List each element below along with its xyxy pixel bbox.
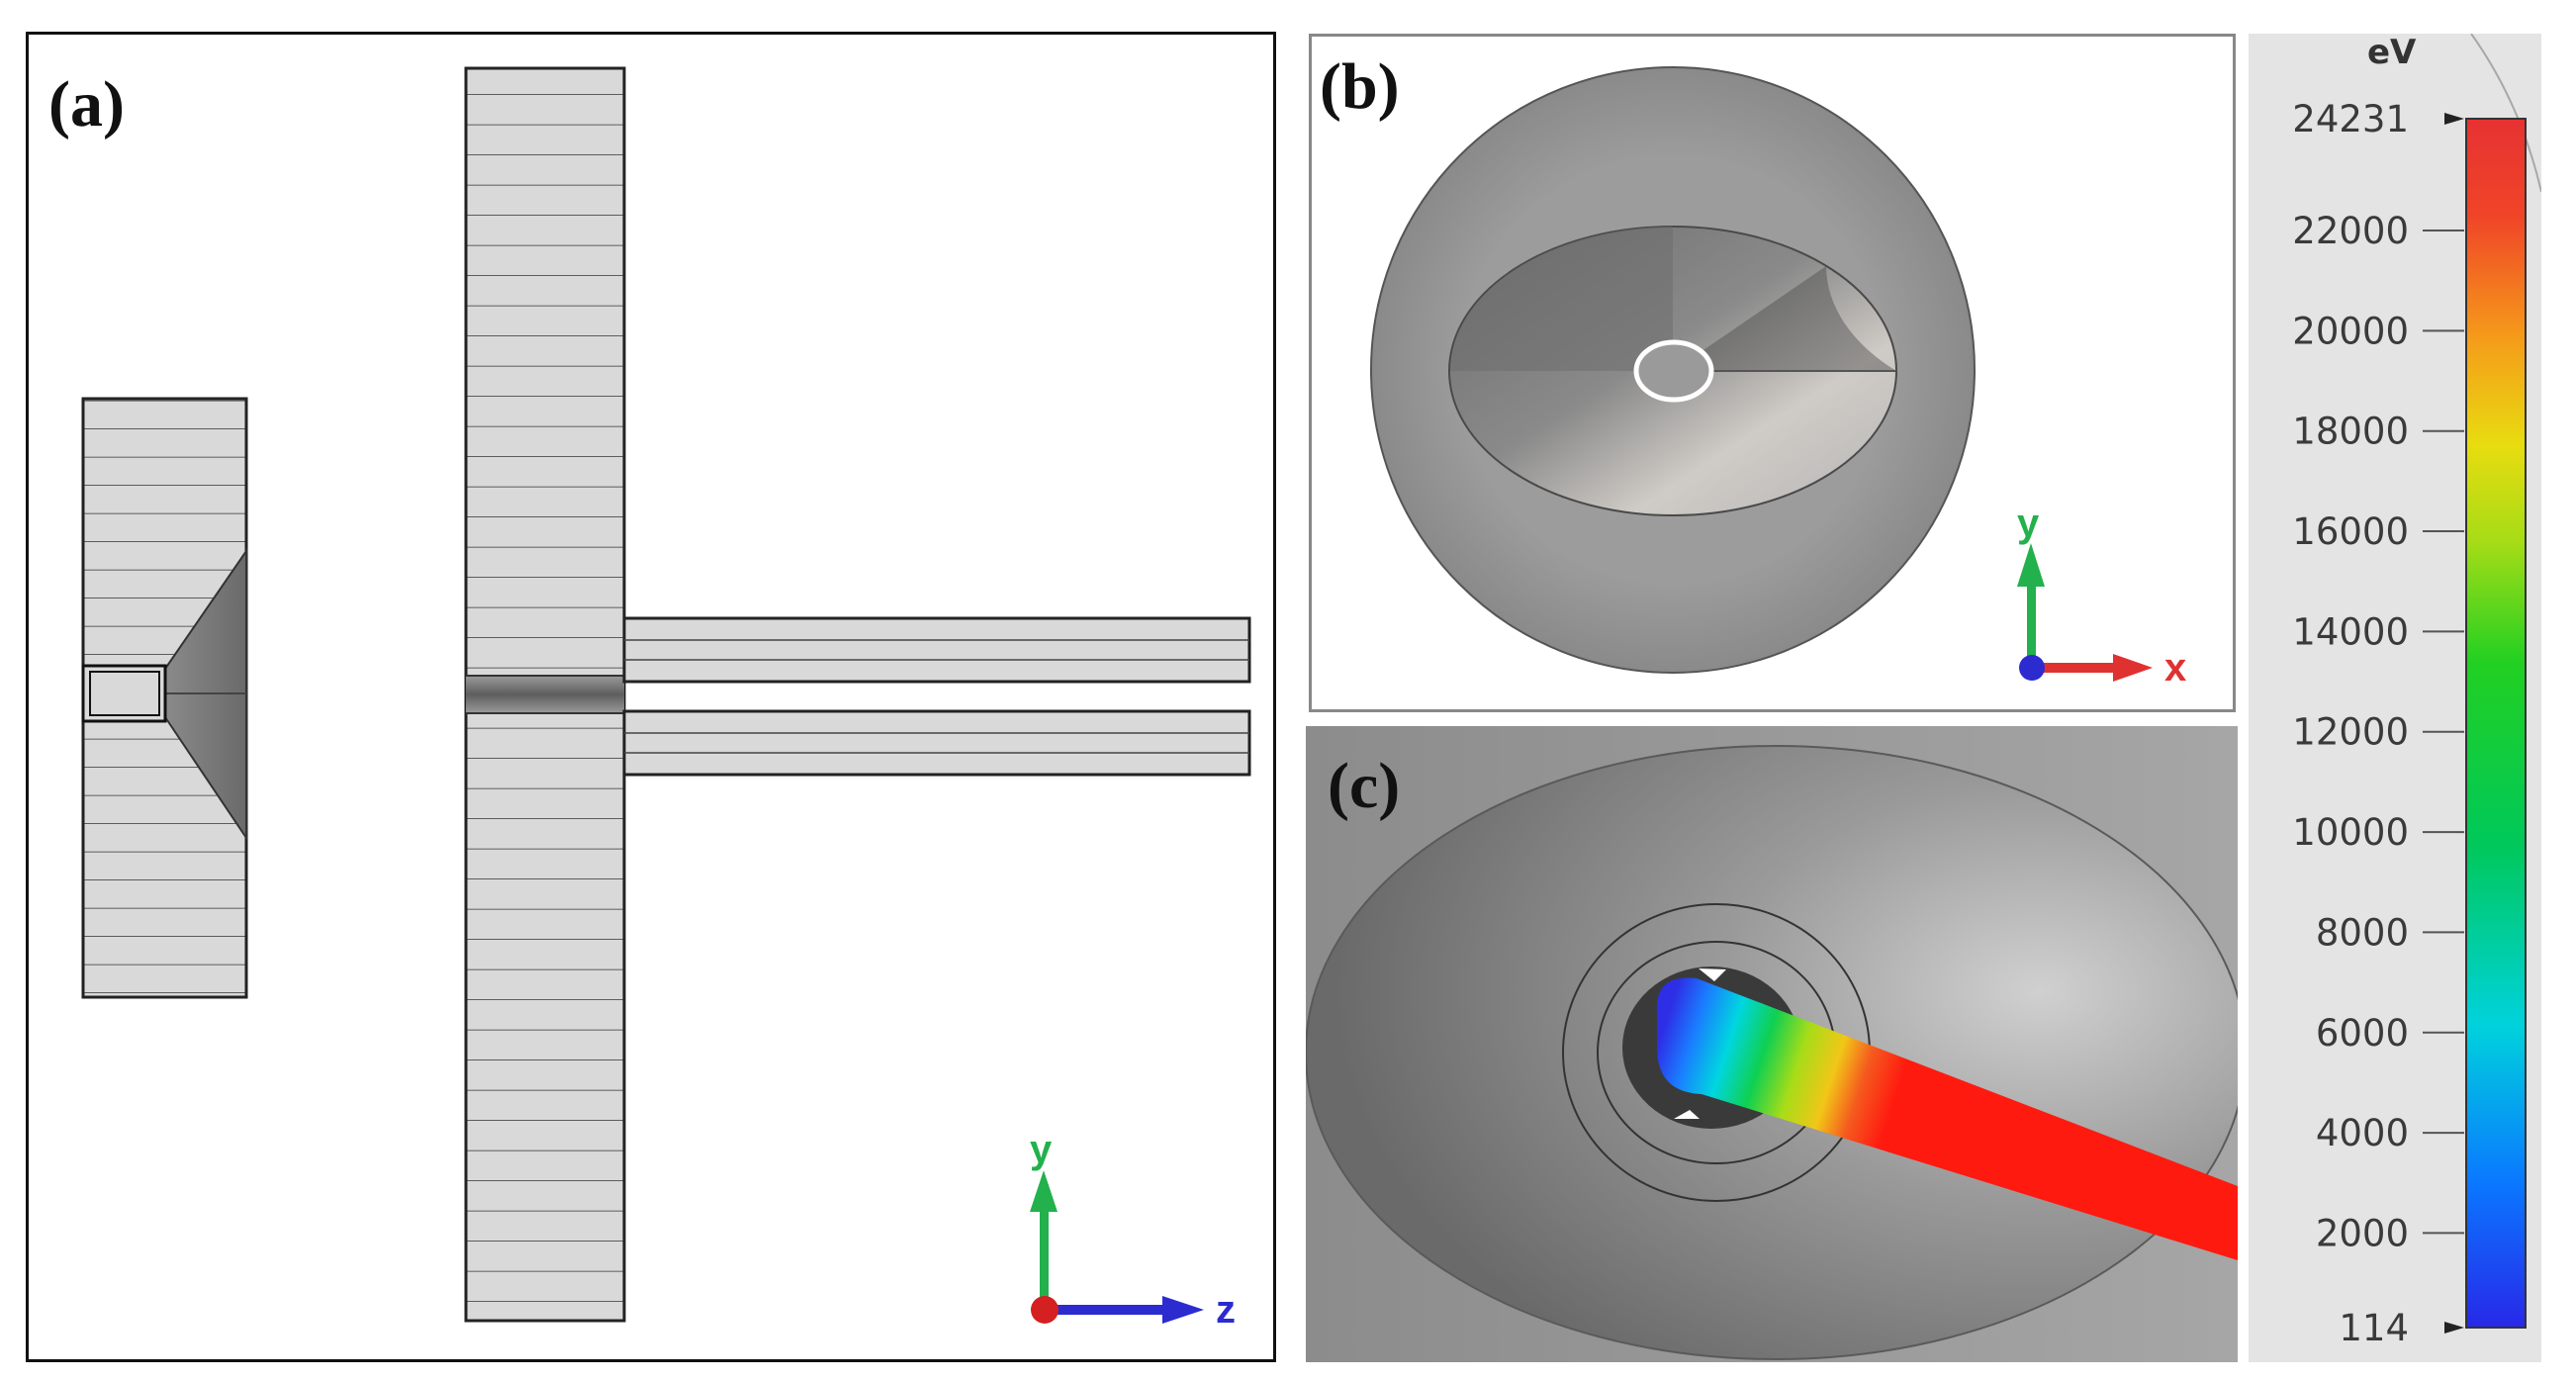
colorbar-tick-label: 8000: [2316, 911, 2409, 954]
panel-b-drawing: (b) y x: [1320, 50, 2186, 690]
colorbar-tick-label: 6000: [2316, 1012, 2409, 1055]
panel-a-drawing: (a) y z: [48, 66, 1251, 1332]
colorbar-tick-label: 18000: [2292, 411, 2409, 453]
panel-c-label: (c): [1328, 750, 1400, 822]
colorbar-tick-label: 16000: [2292, 510, 2409, 553]
center-aperture: [1633, 339, 1714, 403]
tall-electrode: [464, 66, 626, 1323]
colorbar-tick-label: 2000: [2316, 1212, 2409, 1254]
axis-triad-a: y z: [1030, 1128, 1236, 1332]
colorbar-tick-label: 4000: [2316, 1112, 2409, 1154]
colorbar-panel: eV 22000 20000 18000 16000 14000 12000 10000 80…: [2249, 33, 2542, 1362]
colorbar: eV 22000 20000 18000 16000 14000 12000 10000 80…: [2292, 33, 2542, 1349]
colorbar-tick-label: 22000: [2292, 210, 2409, 252]
panel-c: (c): [1306, 726, 2238, 1362]
colorbar-gradient: [2465, 118, 2527, 1329]
panel-a-label: (a): [48, 68, 125, 140]
colorbar-unit: eV: [2367, 34, 2417, 72]
origin-dot: [1031, 1296, 1058, 1324]
y-axis-arrow: [1040, 1184, 1049, 1309]
drift-tube: [622, 616, 1251, 777]
electron-beam: [1656, 977, 2238, 1260]
panel-b-label: (b): [1320, 50, 1400, 123]
x-axis-label: x: [2164, 646, 2186, 690]
y-axis-label: y: [2017, 502, 2040, 545]
origin-dot: [2019, 655, 2045, 681]
axis-triad-b: y x: [2017, 502, 2186, 690]
colorbar-ticks: 22000 20000 18000 16000 14000 12000 10000 8000 6…: [2292, 210, 2464, 1254]
colorbar-min-label: 114: [2339, 1307, 2409, 1349]
y-axis-arrow: [2027, 561, 2036, 670]
z-axis-arrow: [1048, 1305, 1186, 1315]
colorbar-tick-label: 14000: [2292, 610, 2409, 653]
colorbar-tick-label: 20000: [2292, 310, 2409, 352]
aperture-highlight-bottom: [1674, 1110, 1700, 1119]
colorbar-max-label: 24231: [2292, 98, 2409, 140]
panel-a: (a) y z: [26, 32, 1276, 1362]
colorbar-tick-label: 12000: [2292, 711, 2409, 754]
aperture-highlight-top: [1699, 968, 1726, 981]
panel-b: (b) y x: [1309, 34, 2236, 712]
min-marker: [2444, 1322, 2464, 1334]
colorbar-tick-label: 10000: [2292, 811, 2409, 854]
x-axis-arrow: [2035, 663, 2134, 673]
y-axis-label: y: [1030, 1128, 1053, 1171]
max-marker: [2444, 113, 2464, 125]
left-electrode: [81, 397, 248, 999]
z-axis-label: z: [1216, 1288, 1236, 1332]
panel-c-drawing: (c): [1306, 726, 2238, 1362]
